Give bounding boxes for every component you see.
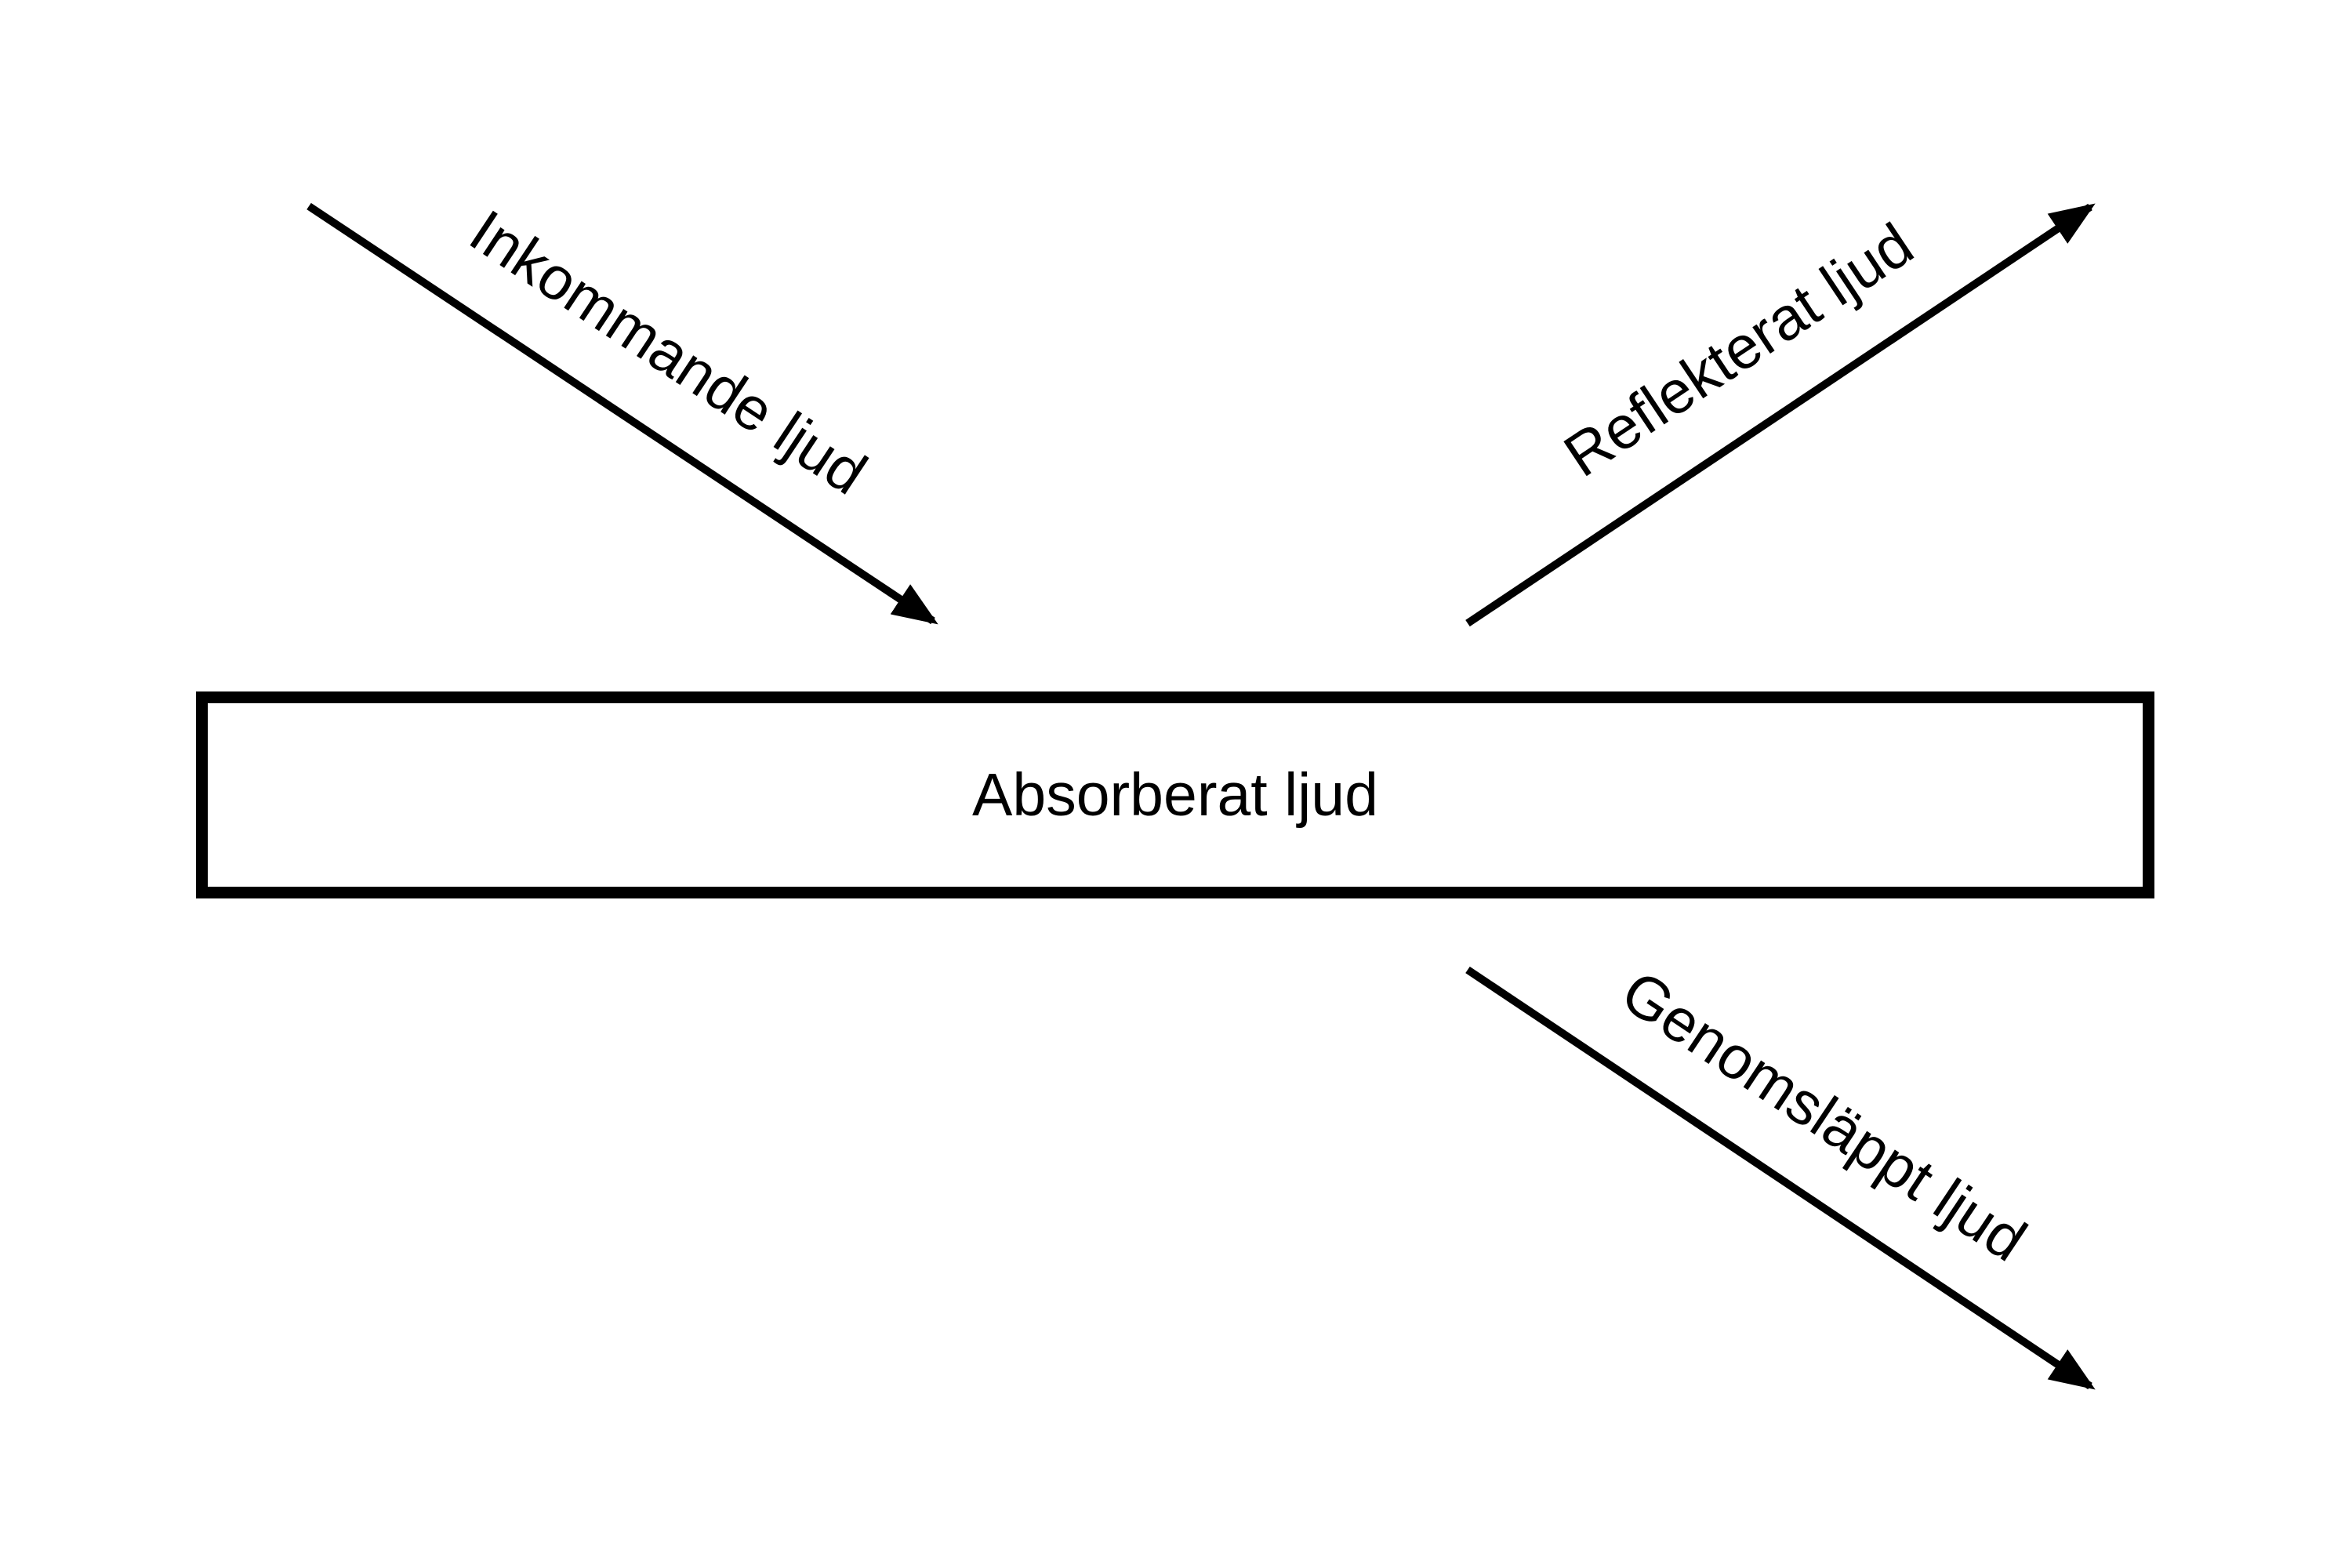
transmitted-sound-arrow xyxy=(1465,966,2096,1390)
absorbed-sound-label: Absorberat ljud xyxy=(972,760,1378,829)
incoming-sound-arrow xyxy=(307,202,938,625)
absorbed-sound-box: Absorberat ljud xyxy=(196,691,2154,898)
reflected-sound-arrow xyxy=(1465,203,2096,627)
